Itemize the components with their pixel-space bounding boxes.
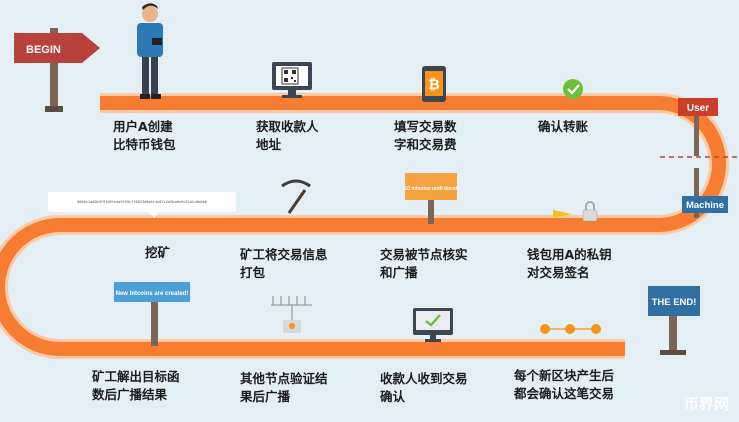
step-label-mining: 挖矿 <box>145 245 171 260</box>
pickaxe-icon <box>281 179 311 214</box>
check-icon <box>563 79 583 99</box>
user-sign-text: User <box>687 103 709 114</box>
step-label-receiver-gets: 收款人收到交易 确认 <box>380 371 468 404</box>
the-end-sign-text: THE END! <box>652 297 697 308</box>
qr-monitor-icon <box>272 62 312 98</box>
step-label-wallet-sign: 钱包用A的私钥 对交易签名 <box>527 247 612 280</box>
hash-bubble-tail <box>148 211 160 218</box>
road <box>0 93 729 359</box>
bitcoin-phone-icon: ₿ <box>422 66 446 102</box>
ten-minutes-sign-text: 10 minutes until done! <box>404 186 457 192</box>
watermark: 币界网 <box>683 395 729 413</box>
person-icon <box>137 3 163 99</box>
step-label-create-wallet: 用户A创建 比特币钱包 <box>113 119 176 152</box>
machine-sign: Machine <box>682 168 728 218</box>
step-label-node-verify: 交易被节点核实 和广播 <box>380 247 468 280</box>
begin-sign-text: BEGIN <box>26 44 61 56</box>
ten-minutes-sign: 10 minutes until done! <box>404 173 458 224</box>
check-monitor-icon <box>413 308 453 342</box>
key-icon <box>553 201 598 222</box>
step-label-fill-amount: 填写交易数 字和交易费 <box>394 119 457 152</box>
network-nodes-icon <box>271 296 312 333</box>
machine-sign-text: Machine <box>686 200 724 211</box>
new-bitcoins-sign: New bitcoins are created! <box>114 282 190 346</box>
blockchain-icon <box>540 324 601 334</box>
user-sign: User <box>678 98 718 156</box>
step-label-nodes-verify: 其他节点验证结 果后广播 <box>240 371 328 404</box>
the-end-sign: THE END! <box>648 286 700 355</box>
new-bitcoins-sign-text: New bitcoins are created! <box>116 291 189 297</box>
hash-bubble: 0000c1a40b3f51d9fe4a9f59c7f8823d6a5f4e87… <box>48 192 236 212</box>
step-label-new-block: 每个新区块产生后 都会确认这笔交易 <box>514 368 615 401</box>
begin-sign: BEGIN <box>14 28 100 112</box>
step-label-miner-pack: 矿工将交易信息 打包 <box>240 247 328 280</box>
svg-text:₿: ₿ <box>428 76 439 92</box>
step-label-confirm-transfer: 确认转账 <box>538 119 589 134</box>
step-label-get-address: 获取收款人 地址 <box>256 119 319 152</box>
step-label-miner-solve: 矿工解出目标函 数后广播结果 <box>92 369 180 402</box>
